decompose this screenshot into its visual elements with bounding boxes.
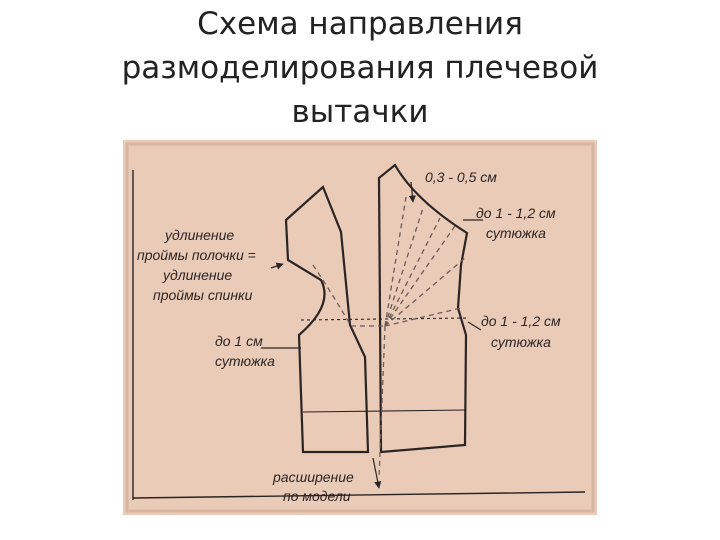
label-top-right-action: сутюжка bbox=[486, 225, 546, 241]
dart-line-2 bbox=[384, 207, 424, 327]
title-line-2: размоделирования плечевой bbox=[121, 50, 599, 86]
dart-line-4 bbox=[384, 225, 456, 327]
label-top-right-amount: до 1 - 1,2 см bbox=[476, 205, 556, 221]
frame-bottom-line bbox=[132, 491, 586, 499]
label-shoulder-offset: 0,3 - 0,5 см bbox=[425, 169, 497, 185]
label-bottom-line-1: расширение bbox=[272, 469, 354, 485]
label-left-line-2: проймы полочки = bbox=[137, 247, 256, 263]
dart-line-3 bbox=[384, 217, 441, 327]
pointer-shoulder bbox=[408, 181, 416, 203]
label-mid-right-amount: до 1 - 1,2 см bbox=[481, 313, 561, 329]
waist-guide bbox=[300, 317, 469, 321]
armhole-extension bbox=[312, 264, 352, 327]
dart-line-6 bbox=[384, 307, 462, 327]
remodel-dashed-lines bbox=[312, 196, 466, 479]
slide-title: Схема направления размоделирования плече… bbox=[60, 2, 660, 134]
label-bottom-line-2: по модели bbox=[283, 488, 351, 504]
pattern-photo: 0,3 - 0,5 см до 1 - 1,2 см сутюжка до 1 … bbox=[123, 140, 597, 515]
pointer-armhole bbox=[270, 262, 284, 270]
label-low-left-amount: до 1 см bbox=[215, 333, 263, 349]
label-left-line-3: удлинение bbox=[162, 267, 232, 283]
label-low-left-action: сутюжка bbox=[215, 353, 275, 369]
label-left-line-1: удлинение bbox=[164, 227, 234, 243]
guide-lines bbox=[300, 317, 469, 413]
frame-lines bbox=[132, 170, 586, 500]
label-mid-right-action: сутюжка bbox=[491, 334, 551, 350]
back-piece-outline bbox=[377, 163, 469, 454]
label-left-line-4: проймы спинки bbox=[153, 287, 253, 303]
pointer-bottom bbox=[372, 457, 382, 489]
dart-line-1 bbox=[384, 196, 407, 327]
center-line bbox=[378, 325, 386, 479]
pointer-mid-right bbox=[467, 321, 482, 331]
title-line-3: вытачки bbox=[291, 94, 429, 130]
title-line-1: Схема направления bbox=[197, 6, 523, 42]
hip-line bbox=[302, 409, 467, 413]
paper-edge bbox=[125, 142, 595, 513]
pattern-diagram: 0,3 - 0,5 см до 1 - 1,2 см сутюжка до 1 … bbox=[123, 140, 597, 515]
pointer-lines bbox=[261, 181, 483, 489]
